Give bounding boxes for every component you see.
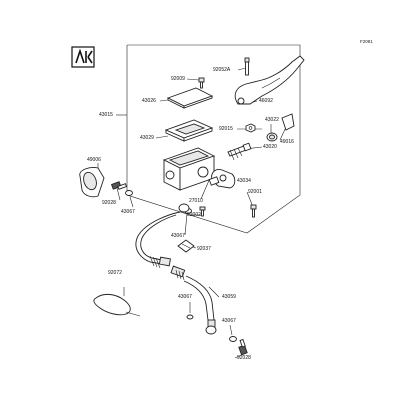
assembly-frame [126,44,301,234]
label-43067-c: 43067 [178,294,192,300]
kawasaki-logo-mark [71,46,95,68]
pivot-bolt [244,57,250,76]
label-43067-a: 43067 [121,209,135,215]
label-43022: 43022 [265,117,279,123]
figure-id: F2081 [360,39,373,44]
banjo-bolt-upper [110,181,128,190]
label-92052a: 92052A [213,67,231,73]
hose-band [93,293,141,317]
label-92072: 92072 [108,270,122,276]
label-92037: 92037 [197,246,211,252]
label-43059: 43059 [222,294,236,300]
label-46092: 46092 [259,98,273,104]
label-43020: 43020 [263,144,277,150]
piston-boot [266,132,278,142]
label-43067-d: 43067 [222,318,236,324]
label-43034: 43034 [237,178,251,184]
reservoir-boot [79,167,105,198]
brake-hose-lower [170,265,217,335]
piston-assembly [227,142,252,161]
washer-3 [186,314,194,320]
label-43067-b: 43067 [171,233,185,239]
label-92028-upper: 92028 [102,200,116,206]
label-43015: 43015 [99,112,113,118]
washer-1 [125,190,133,196]
label-92015: 92015 [219,126,233,132]
reservoir-cap [166,87,214,109]
label-43026: 43026 [142,98,156,104]
brake-lever [234,55,305,105]
label-92028-lower: 92028 [237,355,251,361]
label-92001: 92001 [248,189,262,195]
label-43029: 43029 [140,135,154,141]
label-49006: 49006 [87,157,101,163]
label-92002: 92002 [187,212,201,218]
brake-hose-upper [135,203,190,269]
clamp-bolt [250,204,257,218]
rubber-cap [281,113,295,131]
banjo-bolt-lower [238,338,248,356]
label-27010: 27010 [189,198,203,204]
switch-screw [199,206,206,217]
label-49016: 49016 [280,139,294,145]
cap-screw [198,77,205,89]
hose-clamp [177,239,195,253]
lock-nut [245,123,256,133]
label-92009: 92009 [171,76,185,82]
master-cylinder-body [162,147,216,191]
washer-4 [229,336,237,342]
diaphragm [164,119,214,142]
brake-light-switch [208,176,220,186]
